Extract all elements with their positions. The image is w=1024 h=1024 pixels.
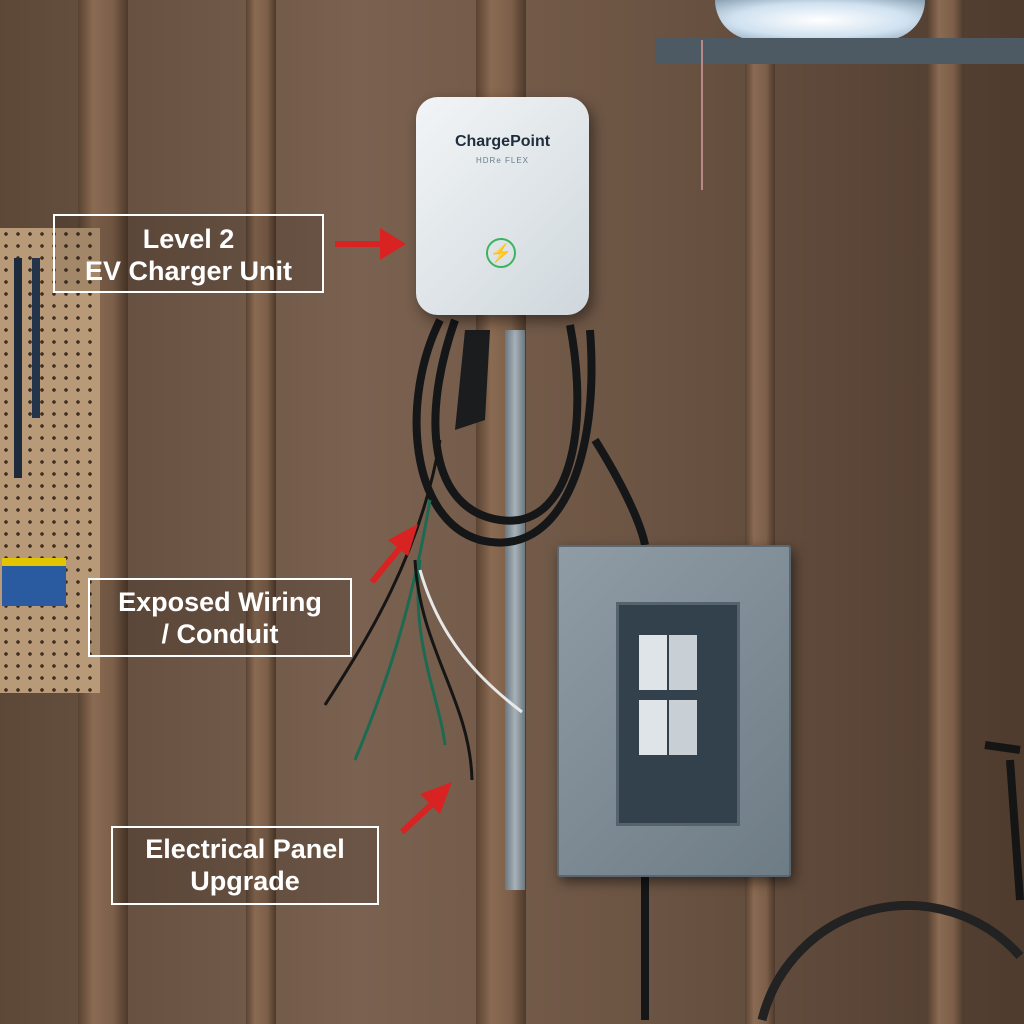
annotation-line: / Conduit: [161, 619, 279, 649]
wood-stud: [246, 0, 276, 1024]
annotation-electrical-panel: Electrical Panel Upgrade: [111, 826, 379, 905]
panel-window: [616, 602, 740, 826]
garage-light: [715, 0, 925, 40]
pegboard: [0, 228, 100, 693]
annotation-line: Electrical Panel: [145, 834, 345, 864]
wood-stud: [928, 0, 964, 1024]
bicycle-frame: [984, 741, 1024, 901]
annotation-line: Upgrade: [190, 866, 300, 896]
cable-coil: [412, 318, 596, 547]
garage-door-rail: [655, 38, 1024, 64]
cable-coil: [431, 318, 582, 525]
annotation-line: Level 2: [142, 224, 235, 254]
lightning-bolt-icon: ⚡: [486, 238, 516, 268]
pliers-icon: [2, 558, 66, 606]
screwdriver-icon: [14, 258, 22, 478]
charger-model: HDRe FLEX: [475, 156, 529, 165]
annotation-line: EV Charger Unit: [84, 256, 293, 286]
charger-brand: ChargePoint: [454, 133, 551, 150]
screwdriver-icon: [32, 258, 40, 418]
annotation-line: Exposed Wiring: [118, 587, 322, 617]
annotation-ev-charger: Level 2 EV Charger Unit: [53, 214, 324, 293]
arrow-up-right-icon: [399, 801, 435, 835]
ev-charger-unit: ChargePoint HDRe FLEX ⚡: [416, 97, 589, 315]
breaker: [639, 635, 667, 690]
breaker: [669, 700, 697, 755]
annotation-exposed-wiring: Exposed Wiring / Conduit: [88, 578, 352, 657]
electrical-panel: [557, 545, 791, 877]
cable: [591, 437, 649, 546]
charger-connector: [455, 330, 490, 430]
breaker: [669, 635, 697, 690]
breaker: [639, 700, 667, 755]
arrow-up-right-icon: [369, 546, 403, 584]
pull-cord: [701, 40, 703, 190]
conduit-pipe: [505, 330, 525, 890]
bicycle-wheel: [757, 901, 1024, 1022]
